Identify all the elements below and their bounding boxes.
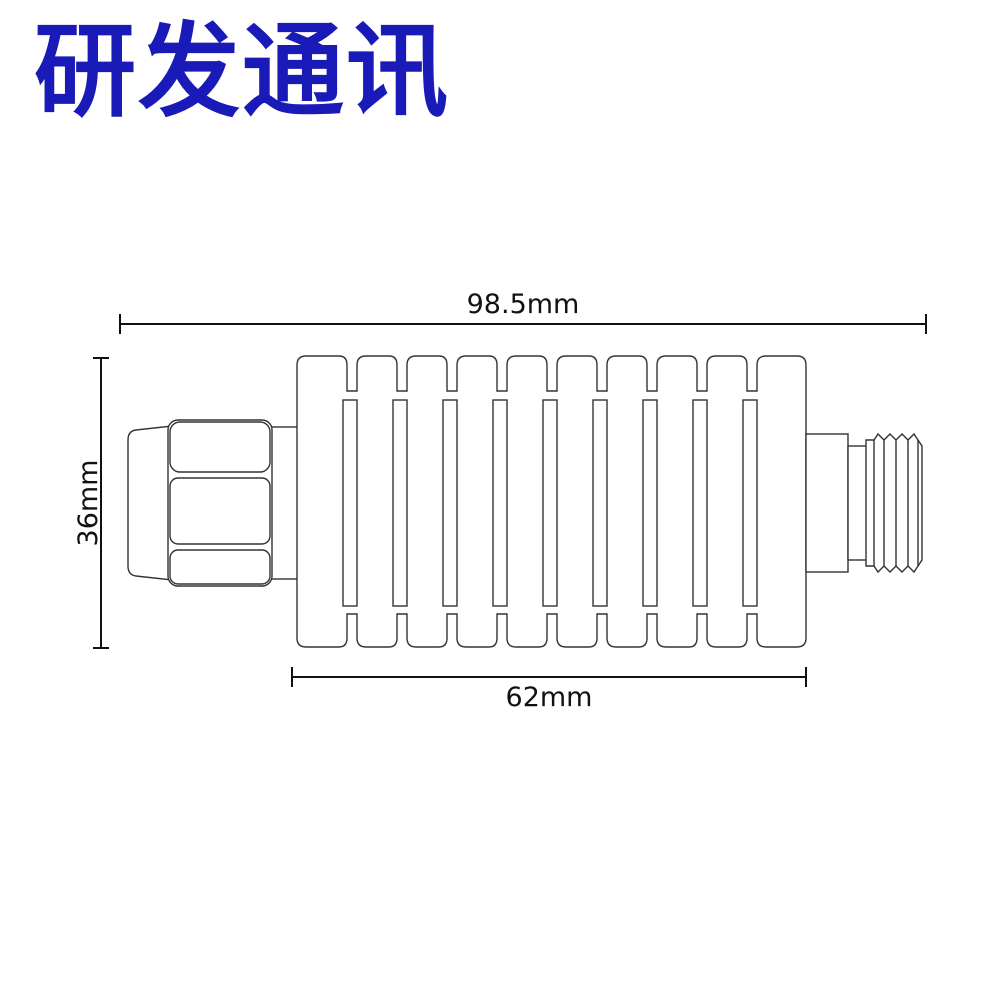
overall-length-label: 98.5mm <box>467 289 580 320</box>
fin-slot <box>392 399 408 607</box>
fin-slot <box>742 399 758 607</box>
height-dimension: 36mm <box>73 357 109 649</box>
body-length-label: 62mm <box>506 682 593 713</box>
brand-title: 研发通讯 <box>34 13 450 132</box>
fin-slot <box>342 399 358 607</box>
overall-length-dimension: 98.5mm <box>119 289 927 334</box>
fin-slot <box>592 399 608 607</box>
fin-slot <box>542 399 558 607</box>
male-connector <box>127 419 299 587</box>
connector-base <box>805 433 849 573</box>
heat-sink-body <box>296 355 807 648</box>
hex-nut-facet-middle <box>169 477 271 545</box>
body-length-dimension: 62mm <box>291 667 807 713</box>
female-connector <box>805 432 923 574</box>
connector-neck <box>847 445 869 561</box>
height-label: 36mm <box>73 460 104 547</box>
hex-nut-facet-bottom <box>169 549 271 585</box>
fin-slot <box>492 399 508 607</box>
fin-slot <box>442 399 458 607</box>
fin-slot <box>642 399 658 607</box>
connector-ferrule <box>127 425 173 581</box>
fin-slot <box>692 399 708 607</box>
hex-nut-facet-top <box>169 421 271 473</box>
